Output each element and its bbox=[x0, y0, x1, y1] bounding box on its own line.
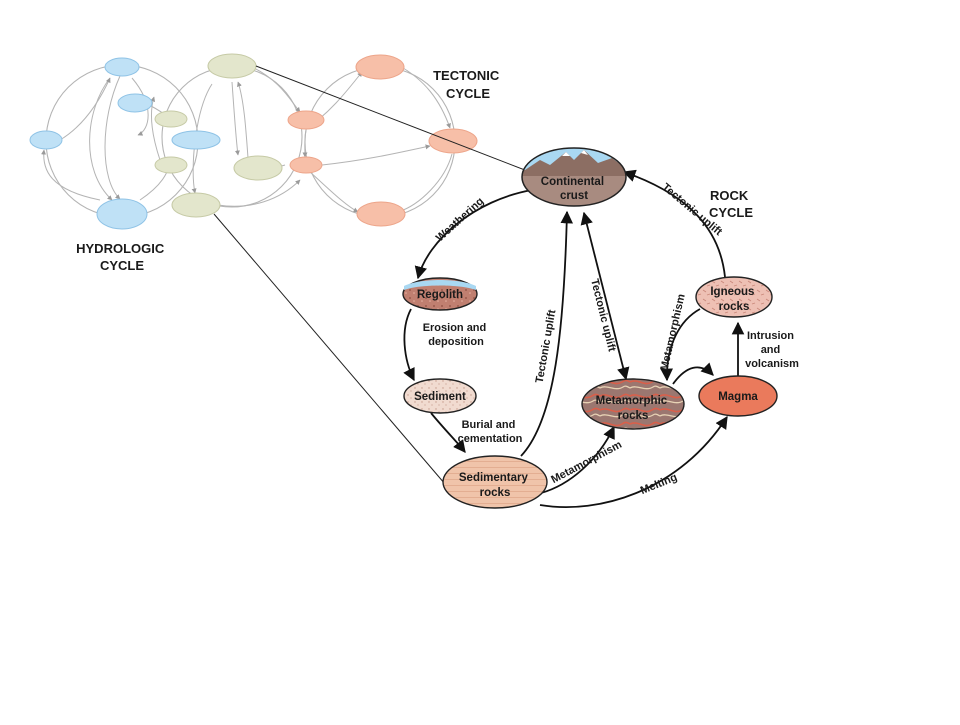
hydrologic-node bbox=[29, 130, 63, 150]
faded-arrow bbox=[41, 149, 101, 201]
context-cycles bbox=[29, 53, 478, 230]
hydrologic-node bbox=[96, 198, 148, 230]
faded-arrow bbox=[150, 96, 161, 161]
metamorphism-sedimentary-label: Metamorphism bbox=[549, 439, 624, 486]
faded-arrow bbox=[309, 171, 359, 213]
uplift-metamorphic-arrow bbox=[580, 211, 630, 381]
burial-label: Burial and cementation bbox=[458, 419, 523, 445]
linking-node bbox=[154, 156, 188, 174]
intrusion-label: Intrusion and volcanism bbox=[745, 330, 799, 370]
faded-arrow bbox=[397, 64, 451, 129]
faded-arrow bbox=[231, 81, 240, 156]
faded-arrow bbox=[59, 77, 111, 141]
zoom-connector-line bbox=[213, 213, 446, 485]
regolith-node bbox=[402, 277, 478, 311]
igneous-rocks-node bbox=[695, 276, 773, 318]
metamorphism-igneous-label: Metamorphism bbox=[658, 293, 687, 372]
faded-arrow bbox=[237, 81, 249, 159]
metamorphism-sedimentary-arrow bbox=[540, 425, 615, 494]
continental-crust-node bbox=[521, 147, 627, 207]
magma-node bbox=[698, 375, 778, 417]
tectonic-cycle-title: TECTONIC CYCLE bbox=[433, 68, 503, 101]
uplift-igneous-arrow bbox=[622, 169, 726, 278]
faded-arrow bbox=[302, 129, 308, 158]
melting-label: Melting bbox=[639, 471, 679, 497]
hydrologic-node bbox=[104, 57, 140, 77]
linking-node bbox=[233, 155, 283, 181]
igneous-rocks-label: Igneous rocks bbox=[710, 286, 757, 313]
tectonic-node bbox=[356, 201, 406, 227]
faded-arrow bbox=[131, 77, 149, 136]
faded-arrow bbox=[321, 144, 431, 166]
magma-from-metamorphic-arrow bbox=[672, 362, 714, 385]
faded-arrow bbox=[104, 75, 121, 200]
metamorphism-igneous-arrow bbox=[660, 308, 701, 382]
tectonic-node bbox=[355, 54, 405, 80]
sediment-node bbox=[403, 378, 477, 414]
tectonic-node bbox=[289, 156, 323, 174]
uplift-metamorphic-label: Tectonic uplift bbox=[588, 278, 618, 353]
metamorphic-rocks-label: Metamorphic rocks bbox=[596, 395, 671, 422]
regolith-label: Regolith bbox=[417, 289, 463, 301]
faded-arrow bbox=[217, 179, 301, 207]
erosion-arrow bbox=[403, 308, 415, 382]
mountain-icon bbox=[522, 150, 626, 176]
burial-arrow bbox=[430, 412, 466, 453]
zoom-connector-line bbox=[255, 65, 531, 173]
faded-arrow bbox=[249, 65, 301, 113]
sedimentary-rocks-label: Sedimentary rocks bbox=[459, 472, 531, 499]
metamorphic-rocks-node bbox=[581, 378, 685, 430]
continental-crust-label: Continental crust bbox=[541, 176, 607, 202]
faded-arrow bbox=[397, 153, 453, 214]
tectonic-node bbox=[428, 128, 478, 154]
weathering-arrow bbox=[414, 189, 533, 280]
erosion-label: Erosion and deposition bbox=[423, 322, 490, 348]
sediment-label: Sediment bbox=[414, 391, 466, 403]
weathering-label: Weathering bbox=[434, 195, 486, 244]
linking-node bbox=[154, 110, 188, 128]
hydrologic-node bbox=[171, 130, 221, 150]
faded-arrow bbox=[89, 77, 113, 201]
linking-node bbox=[171, 192, 221, 218]
hydrologic-node bbox=[117, 93, 153, 113]
sedimentary-rocks-node bbox=[442, 455, 548, 509]
rock-cycle-title: ROCK CYCLE bbox=[709, 188, 753, 220]
tectonic-node bbox=[287, 110, 325, 130]
uplift-sedimentary-arrow bbox=[520, 210, 574, 457]
melting-arrow bbox=[539, 415, 728, 508]
linking-node bbox=[207, 53, 257, 79]
hydrologic-cycle-title: HYDROLOGIC CYCLE bbox=[76, 241, 168, 273]
magma-label: Magma bbox=[718, 391, 758, 403]
